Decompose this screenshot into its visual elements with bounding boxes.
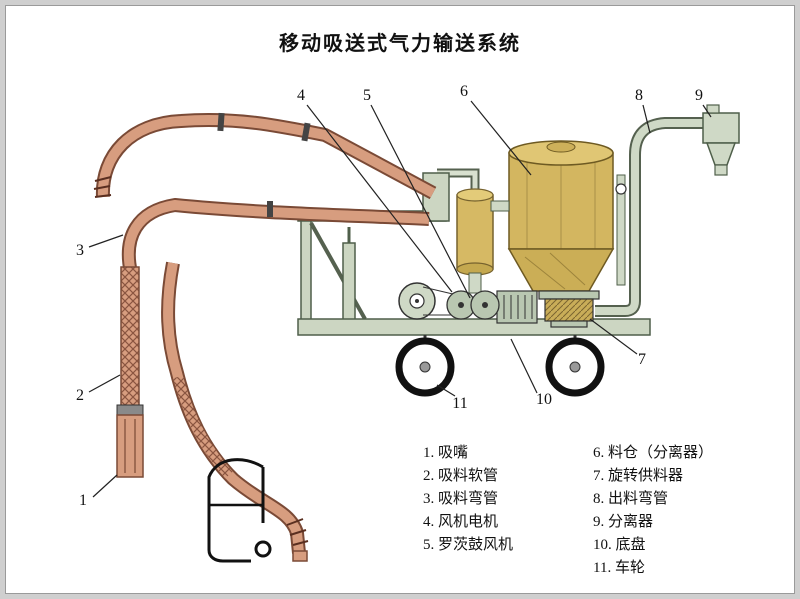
suction-nozzle: [116, 404, 144, 478]
callout-number-1: 1: [79, 492, 87, 509]
callout-number-10: 10: [536, 391, 552, 408]
legend-column-left: 1. 吸嘴 2. 吸料软管 3. 吸料弯管 4. 风机电机 5. 罗茨鼓风机: [423, 442, 513, 557]
legend-item: 4. 风机电机: [423, 514, 499, 530]
legend-item: 11. 车轮: [593, 560, 645, 576]
legend-item: 3. 吸料弯管: [423, 491, 499, 507]
callout-number-6: 6: [460, 83, 468, 100]
separator: [702, 104, 740, 176]
suction-bend-pipe: [93, 112, 437, 200]
legend-item: 6. 料仓（分离器）: [593, 445, 714, 461]
callout-number-3: 3: [76, 242, 84, 259]
callout-number-4: 4: [297, 87, 305, 104]
fan-motor: [496, 290, 538, 324]
discharge-bend-pipe: [595, 117, 705, 317]
legend-column-right: 6. 料仓（分离器） 7. 旋转供料器 8. 出料弯管 9. 分离器 10. 底…: [593, 442, 713, 580]
roots-blower: [398, 282, 500, 320]
legend-item: 5. 罗茨鼓风机: [423, 537, 514, 553]
callout-number-8: 8: [635, 87, 643, 104]
callout-number-9: 9: [695, 87, 703, 104]
silo-tank: [507, 140, 615, 292]
wheels: [395, 335, 605, 397]
hand-dolly: [207, 458, 272, 563]
callout-number-11: 11: [452, 395, 468, 412]
callout-number-5: 5: [363, 87, 371, 104]
suction-bend-pipe-2: [121, 197, 430, 275]
legend-item: 7. 旋转供料器: [593, 468, 684, 484]
legend-item: 1. 吸嘴: [423, 445, 469, 461]
machine-diagram: [88, 100, 740, 563]
callout-number-7: 7: [638, 351, 646, 368]
legend-item: 2. 吸料软管: [423, 468, 499, 484]
lower-suction-hose: [161, 261, 309, 562]
legend-item: 8. 出料弯管: [593, 491, 669, 507]
callout-number-2: 2: [76, 387, 84, 404]
suction-flex-hose: [120, 266, 140, 408]
rotary-feeder: [538, 290, 600, 328]
diagram-title: 移动吸送式气力输送系统: [279, 33, 521, 55]
callout-lines: [88, 100, 712, 498]
legend-item: 9. 分离器: [593, 514, 654, 530]
legend-item: 10. 底盘: [593, 537, 646, 553]
